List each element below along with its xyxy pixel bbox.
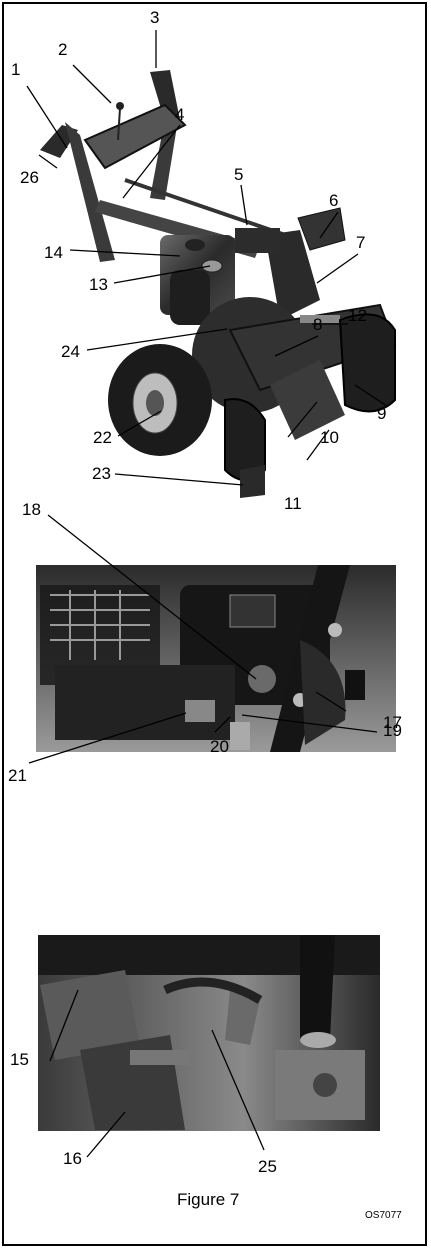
callout-25: 25 bbox=[258, 1157, 277, 1176]
callout-20: 20 bbox=[210, 737, 229, 756]
callout-9: 9 bbox=[377, 404, 386, 423]
callout-18: 18 bbox=[22, 500, 41, 519]
engine-photo bbox=[36, 565, 396, 752]
callout-4: 4 bbox=[175, 105, 184, 124]
callout-21: 21 bbox=[8, 766, 27, 785]
callout-14: 14 bbox=[44, 243, 63, 262]
callout-3: 3 bbox=[150, 8, 159, 27]
callout-19: 19 bbox=[383, 721, 402, 740]
callout-10: 10 bbox=[320, 428, 339, 447]
callout-16: 16 bbox=[63, 1149, 82, 1168]
callout-12: 12 bbox=[348, 306, 367, 325]
callout-8: 8 bbox=[313, 315, 322, 334]
figure-caption: Figure 7 bbox=[177, 1190, 239, 1209]
callout-5: 5 bbox=[234, 165, 243, 184]
callout-17: 17 bbox=[383, 713, 402, 732]
callout-1: 1 bbox=[11, 60, 20, 79]
callout-24: 24 bbox=[61, 342, 80, 361]
callout-6: 6 bbox=[329, 191, 338, 210]
closeup-photo bbox=[38, 935, 380, 1131]
callout-15: 15 bbox=[10, 1050, 29, 1069]
callout-7: 7 bbox=[356, 233, 365, 252]
leader-lines bbox=[26, 30, 388, 1158]
callout-numbers: 1 2 3 4 5 6 7 8 9 10 11 12 13 14 15 16 1… bbox=[8, 8, 402, 1176]
callout-22: 22 bbox=[93, 428, 112, 447]
callout-26: 26 bbox=[20, 168, 39, 187]
callout-2: 2 bbox=[58, 40, 67, 59]
figure-code: OS7077 bbox=[365, 1210, 402, 1221]
callout-23: 23 bbox=[92, 464, 111, 483]
callout-13: 13 bbox=[89, 275, 108, 294]
callout-11: 11 bbox=[284, 494, 302, 513]
